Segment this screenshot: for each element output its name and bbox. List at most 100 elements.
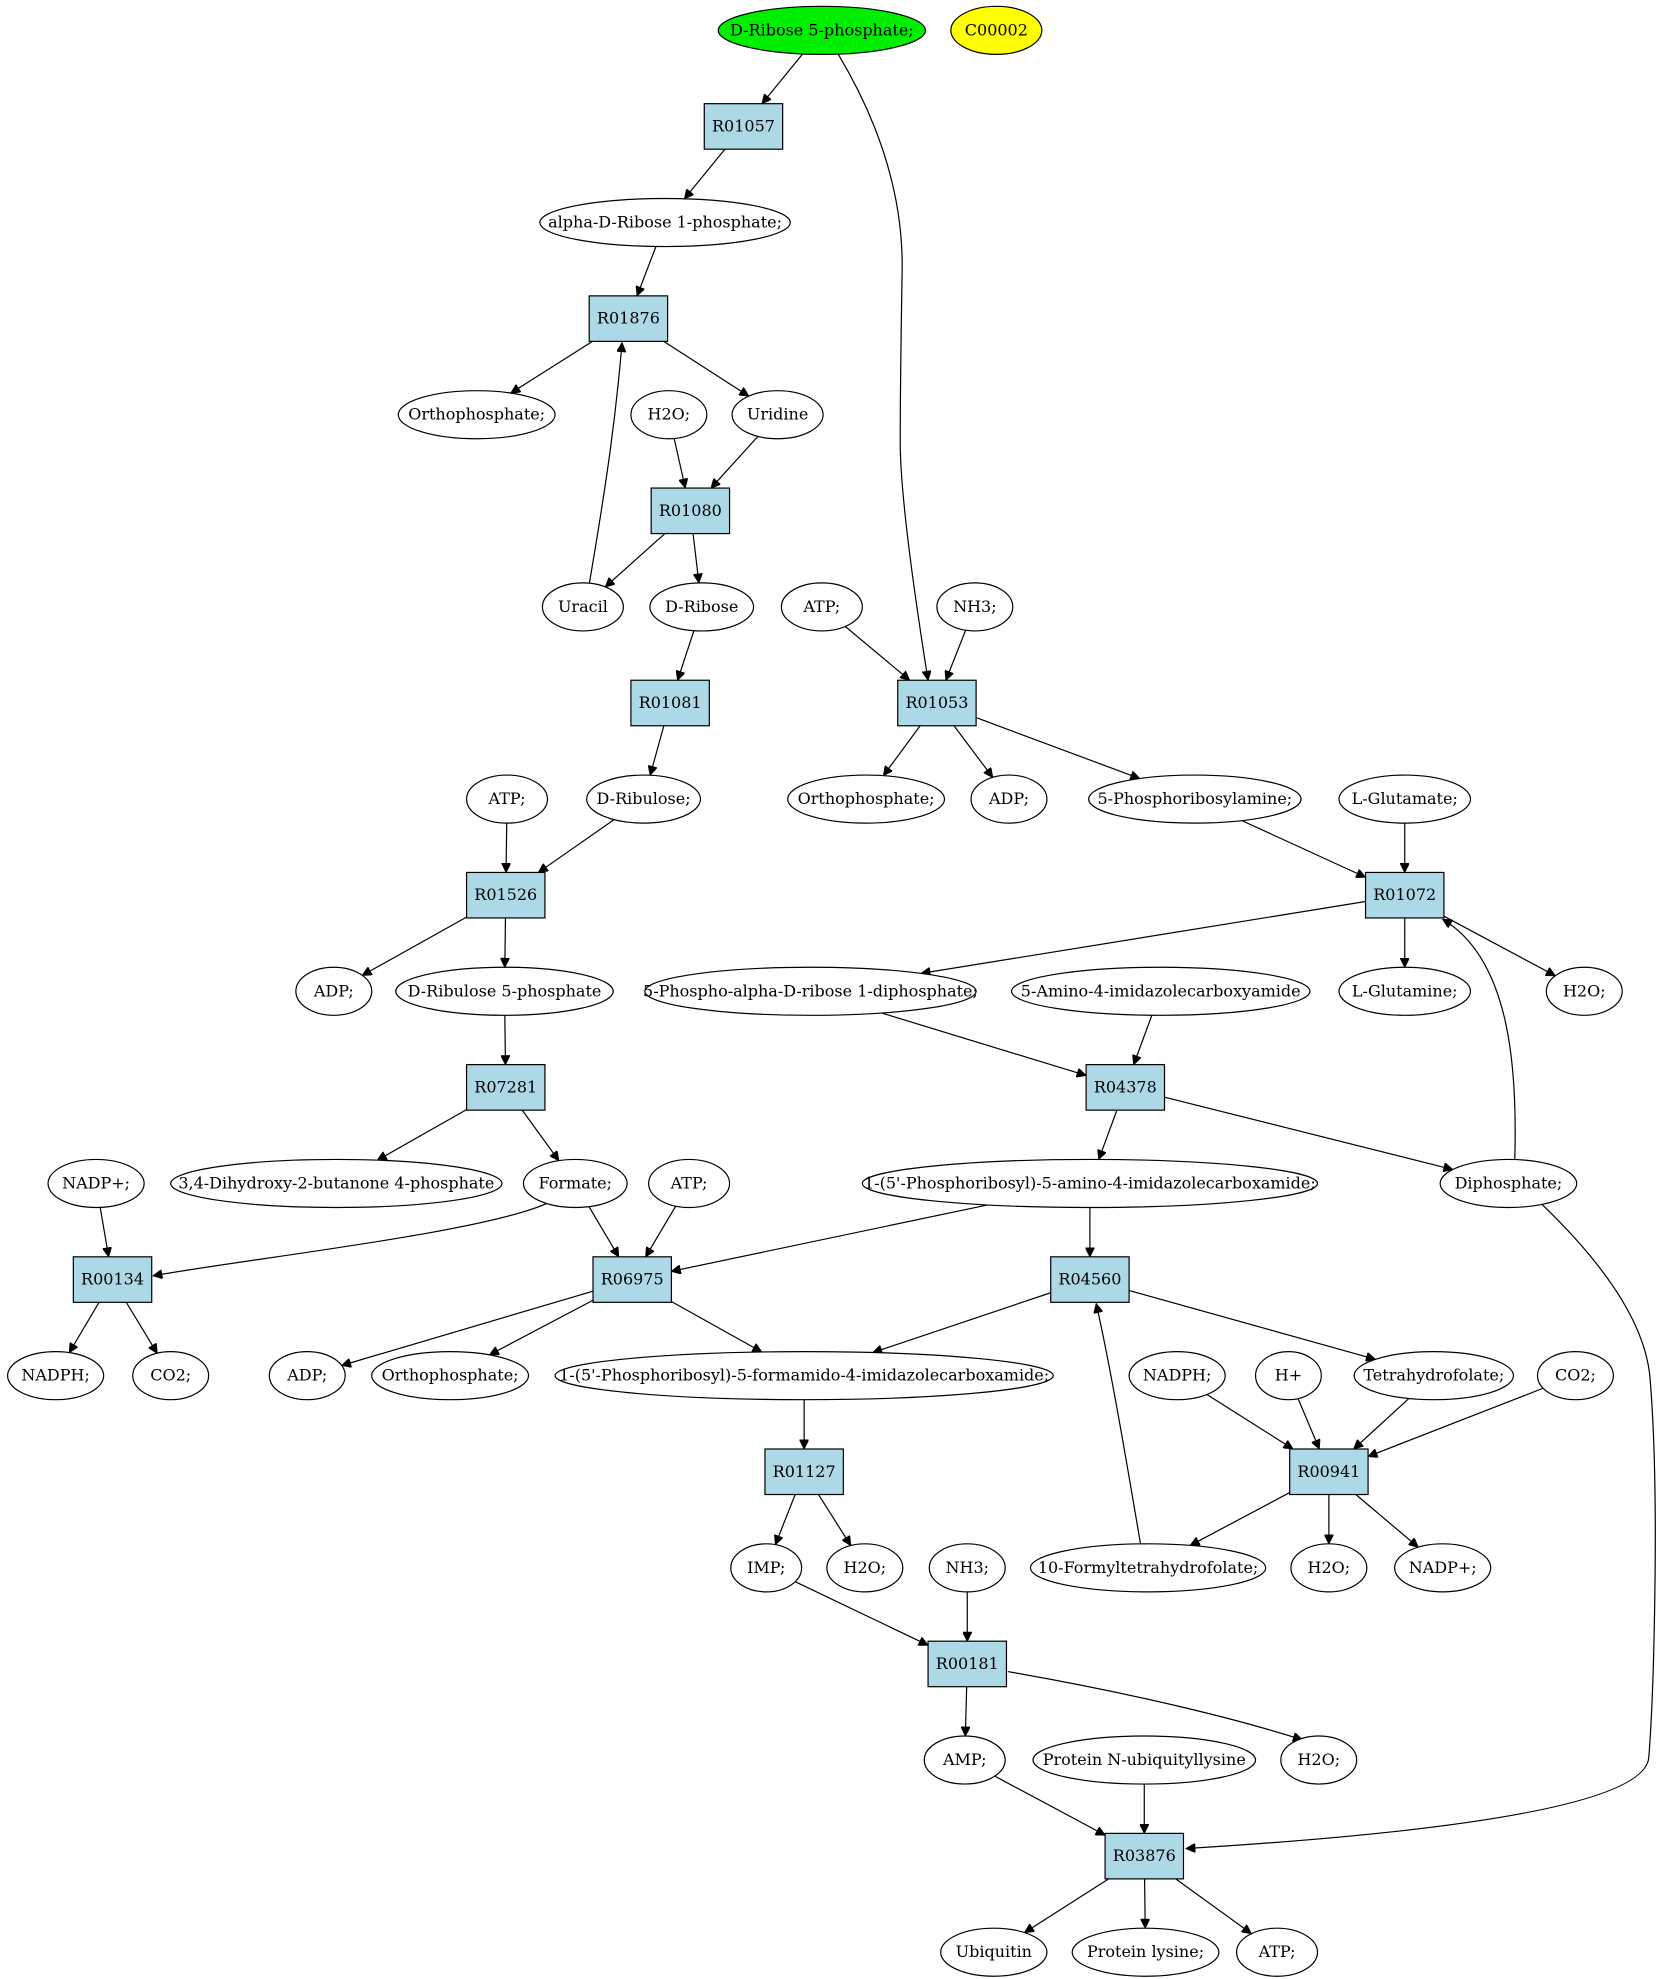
reaction-label: R01127 (773, 1462, 836, 1481)
compound-node-prpp[interactable]: 5-Phospho-alpha-D-ribose 1-diphosphate; (643, 966, 978, 1016)
edge-h-plus-to-R00941 (1297, 1398, 1319, 1449)
edge-R01053-to-orthophosphate-2 (883, 725, 921, 776)
compound-shape (1029, 1543, 1267, 1593)
compound-node-faicar[interactable]: 1-(5'-Phosphoribosyl)-5-formamido-4-imid… (554, 1351, 1054, 1401)
compound-node-aica[interactable]: 5-Amino-4-imidazolecarboxyamide (1010, 966, 1311, 1016)
reaction-node-r07281[interactable]: R07281 (465, 1064, 546, 1111)
compound-node-nadp-1[interactable]: NADP+; (47, 1158, 145, 1209)
compound-label: Orthophosphate; (408, 405, 545, 424)
edge-d-ribose-to-R01081 (678, 630, 695, 681)
compound-node-orthophosphate-1[interactable]: Orthophosphate; (397, 390, 556, 440)
compound-node-uridine[interactable]: Uridine (731, 390, 824, 440)
compound-shape (541, 582, 624, 632)
compound-label: Orthophosphate; (382, 1366, 519, 1385)
compound-node-dihydroxy-butanone[interactable]: 3,4-Dihydroxy-2-butanone 4-phosphate (170, 1158, 503, 1209)
compound-node-h2o-5[interactable]: H2O; (1280, 1735, 1358, 1785)
edge-co2-2-to-R00941 (1368, 1387, 1544, 1456)
compound-node-ubiquitin[interactable]: Ubiquitin (940, 1927, 1048, 1977)
compound-node-co2-2[interactable]: CO2; (1536, 1351, 1614, 1401)
compound-label: NADPH; (1143, 1366, 1212, 1385)
compound-node-aicar[interactable]: 1-(5'-Phosphoribosyl)-5-amino-4-imidazol… (861, 1158, 1319, 1209)
edge-uridine-to-R01080 (711, 435, 759, 488)
compound-node-alpha-ribose-1p[interactable]: alpha-D-Ribose 1-phosphate; (539, 197, 791, 248)
compound-node-d-ribulose-5p[interactable]: D-Ribulose 5-phosphate (395, 966, 614, 1016)
reaction-label: R01057 (712, 116, 775, 135)
compound-node-atp-2[interactable]: ATP; (465, 774, 549, 824)
reaction-node-r01080[interactable]: R01080 (650, 487, 731, 535)
compound-node-amp[interactable]: AMP; (923, 1735, 1006, 1785)
compound-node-nadph-1[interactable]: NADPH; (6, 1351, 105, 1401)
reaction-node-r00134[interactable]: R00134 (72, 1256, 153, 1303)
compound-node-orthophosphate-2[interactable]: Orthophosphate; (787, 774, 946, 824)
compound-node-d-ribulose[interactable]: D-Ribulose; (586, 774, 702, 824)
reaction-label: R04378 (1094, 1077, 1157, 1096)
reaction-node-r00181[interactable]: R00181 (927, 1640, 1008, 1688)
reaction-node-r01876[interactable]: R01876 (588, 295, 669, 342)
compound-node-diphosphate[interactable]: Diphosphate; (1439, 1158, 1578, 1209)
edge-R01072-to-h2o-2 (1443, 915, 1555, 977)
compound-node-formyl-thf[interactable]: 10-Formyltetrahydrofolate; (1029, 1543, 1267, 1593)
reaction-node-r00941[interactable]: R00941 (1289, 1448, 1369, 1496)
reaction-node-r01081[interactable]: R01081 (630, 679, 710, 727)
compound-node-adp-3[interactable]: ADP; (268, 1351, 346, 1401)
compound-node-formate[interactable]: Formate; (522, 1158, 628, 1209)
compound-node-adp-2[interactable]: ADP; (295, 966, 373, 1016)
compound-node-imp[interactable]: IMP; (730, 1543, 803, 1593)
reaction-node-r01127[interactable]: R01127 (764, 1448, 844, 1496)
compound-node-h2o-4[interactable]: H2O; (1290, 1543, 1368, 1593)
edge-atp-3-to-R06975 (645, 1205, 677, 1257)
reaction-node-r04378[interactable]: R04378 (1085, 1064, 1166, 1111)
reaction-node-r06975[interactable]: R06975 (592, 1256, 672, 1303)
reaction-node-r01526[interactable]: R01526 (465, 871, 546, 919)
compound-node-nh3-1[interactable]: NH3; (936, 582, 1014, 632)
compound-shape (397, 390, 556, 440)
compound-shape (1254, 1351, 1322, 1401)
compound-node-phosphoribosylamine[interactable]: 5-Phosphoribosylamine; (1088, 774, 1302, 824)
compound-shape (170, 1158, 503, 1209)
compound-label: D-Ribose 5-phosphate; (730, 20, 914, 39)
reaction-node-r01053[interactable]: R01053 (897, 679, 977, 727)
compound-shape (1439, 1158, 1578, 1209)
compound-node-d-ribose-5p[interactable]: D-Ribose 5-phosphate; (717, 5, 927, 55)
compound-node-h-plus[interactable]: H+ (1254, 1351, 1322, 1401)
compound-node-h2o-3[interactable]: H2O; (826, 1543, 904, 1593)
compound-node-atp-3[interactable]: ATP; (648, 1158, 731, 1209)
compound-node-protein-lysine[interactable]: Protein lysine; (1071, 1927, 1220, 1977)
reaction-shape (764, 1448, 844, 1496)
compound-label: NADP+; (62, 1173, 130, 1192)
compound-node-h2o-1[interactable]: H2O; (630, 390, 708, 440)
reaction-label: R01081 (639, 693, 702, 712)
reaction-node-r03876[interactable]: R03876 (1104, 1832, 1185, 1880)
compound-node-adp-1[interactable]: ADP; (970, 774, 1048, 824)
compound-label: 3,4-Dihydroxy-2-butanone 4-phosphate (178, 1173, 494, 1192)
compound-label: ATP; (1258, 1942, 1296, 1961)
compound-node-co2-1[interactable]: CO2; (132, 1351, 210, 1401)
reaction-node-r04560[interactable]: R04560 (1050, 1256, 1130, 1303)
compound-node-l-glutamate[interactable]: L-Glutamate; (1338, 774, 1472, 824)
compound-shape (395, 966, 614, 1016)
compound-node-uracil[interactable]: Uracil (541, 582, 624, 632)
compound-node-thf[interactable]: Tetrahydrofolate; (1353, 1351, 1515, 1401)
edge-R07281-to-dihydroxy-butanone (377, 1109, 467, 1161)
compound-node-protein-ub-lysine[interactable]: Protein N-ubiquityllysine (1032, 1735, 1257, 1785)
compound-node-d-ribose[interactable]: D-Ribose (649, 582, 755, 632)
compound-node-atp-1[interactable]: ATP; (780, 582, 863, 632)
edge-R01053-to-phosphoribosylamine (975, 717, 1140, 779)
compound-node-c00002[interactable]: C00002 (950, 5, 1043, 55)
compound-shape (1010, 966, 1311, 1016)
reaction-node-r01072[interactable]: R01072 (1364, 871, 1445, 919)
compound-node-nadph-2[interactable]: NADPH; (1128, 1351, 1226, 1401)
reaction-node-r01057[interactable]: R01057 (703, 103, 784, 150)
edge-R01080-to-uracil (605, 533, 666, 587)
compound-node-l-glutamine[interactable]: L-Glutamine; (1338, 966, 1472, 1016)
compound-shape (1394, 1543, 1492, 1593)
edge-diphosphate-to-R01072 (1443, 919, 1516, 1161)
compound-node-nadp-2[interactable]: NADP+; (1394, 1543, 1492, 1593)
compound-node-h2o-2[interactable]: H2O; (1545, 966, 1623, 1016)
compound-shape (717, 5, 927, 55)
compound-node-orthophosphate-3[interactable]: Orthophosphate; (371, 1351, 530, 1401)
compound-shape (1338, 966, 1472, 1016)
edge-R01526-to-d-ribulose-5p (505, 917, 506, 967)
compound-node-nh3-2[interactable]: NH3; (928, 1543, 1006, 1593)
compound-node-atp-4[interactable]: ATP; (1235, 1927, 1319, 1977)
